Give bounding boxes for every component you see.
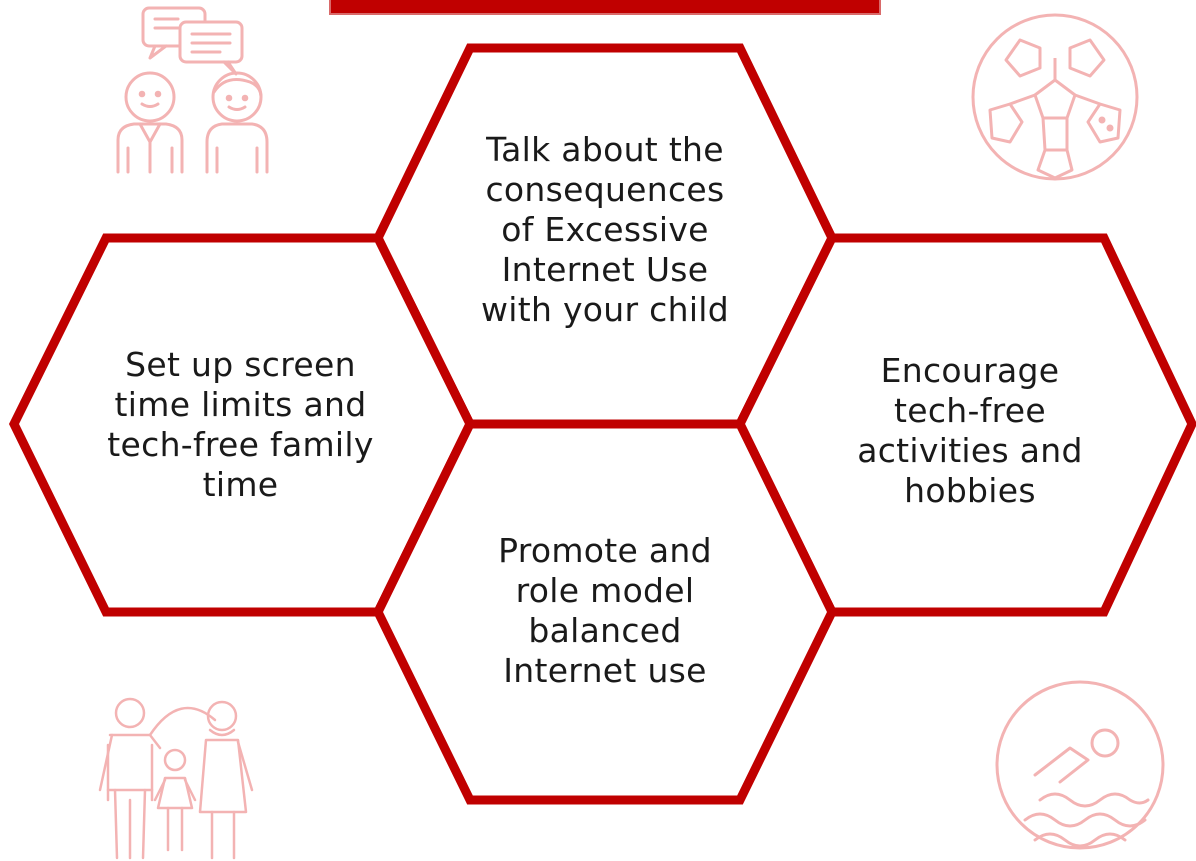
tip-activities: Encourage tech-free activities and hobbi… <box>835 338 1105 523</box>
tip-talk: Talk about the consequences of Excessive… <box>455 120 755 340</box>
hexagon-role-model <box>372 419 838 805</box>
soccer-ball-icon <box>971 13 1139 181</box>
tip-role-model-text: Promote and role model balanced Internet… <box>498 530 712 690</box>
conversation-icon <box>116 6 269 174</box>
tip-limits: Set up screen time limits and tech-free … <box>98 325 383 525</box>
top-title-bar <box>329 0 881 15</box>
tip-talk-text: Talk about the consequences of Excessive… <box>480 130 730 329</box>
tip-activities-text: Encourage tech-free activities and hobbi… <box>857 350 1083 510</box>
tip-role-model: Promote and role model balanced Internet… <box>470 518 740 703</box>
swimming-icon <box>995 680 1165 850</box>
family-icon <box>98 697 254 860</box>
tip-limits-text: Set up screen time limits and tech-free … <box>107 345 374 504</box>
